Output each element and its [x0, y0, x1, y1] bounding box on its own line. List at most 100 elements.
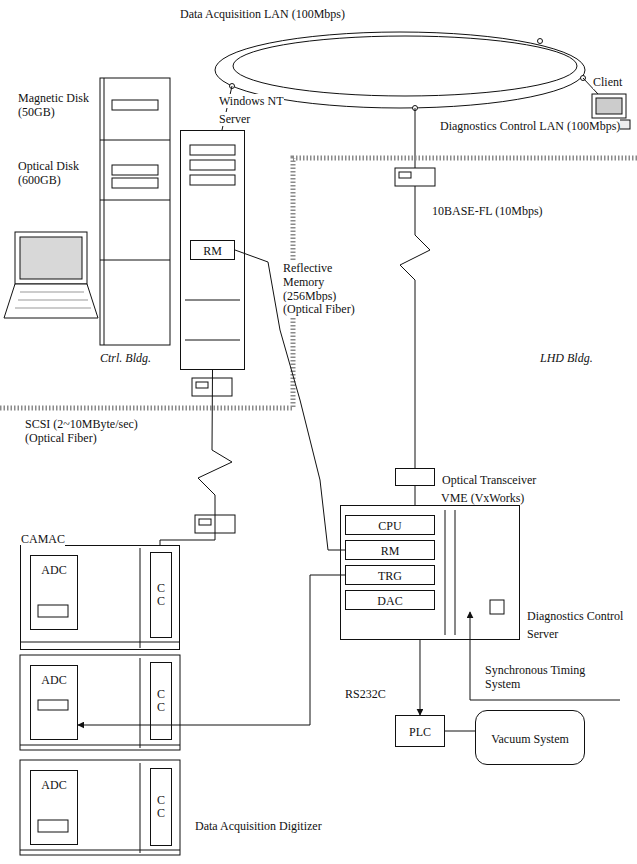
crate-controller: C C: [150, 768, 172, 846]
text-slot: RM: [203, 241, 222, 259]
label-slot: Data Acquisition Digitizer: [195, 820, 335, 834]
laptop-lid: [15, 232, 87, 284]
edge-label-slot: Reflective Memory (256Mbps) (Optical Fib…: [283, 262, 371, 317]
crate-controller: C C: [150, 552, 172, 638]
disk-rack: [100, 78, 170, 345]
disk-slot: [112, 178, 158, 188]
rack-shelves: [100, 78, 170, 345]
plc-box: PLC: [395, 715, 445, 747]
connector-line: [445, 731, 475, 732]
label-slot: 10BASE-FL (10Mbps): [432, 205, 582, 219]
label-slot: Ctrl. Bldg.: [100, 352, 170, 366]
network-label: Diagnostics Control LAN (100Mbps): [440, 119, 620, 133]
client-computer-text: Client: [593, 75, 622, 89]
vme-crate-text: Diagnostics Control Server: [527, 609, 623, 641]
text-slot: Diagnostics Control Server: [527, 606, 632, 642]
adc-module: ADC: [30, 770, 78, 845]
vme-module-text: DAC: [377, 594, 402, 608]
signal-label: Synchronous Timing System: [485, 663, 585, 691]
timing-line: [470, 612, 620, 700]
crate-controller-text: C C: [155, 688, 167, 714]
vme-module: TRG: [345, 565, 435, 585]
client-monitor: [592, 94, 626, 118]
optical-transceiver: Optical Transceiver: [395, 468, 435, 486]
crate-controller: C C: [150, 662, 172, 740]
text-slot: ADC: [41, 560, 66, 578]
text-slot: ADC: [41, 775, 66, 793]
crate-controller-text: C C: [155, 794, 167, 820]
text-slot: Vacuum System: [491, 729, 569, 747]
text-slot: Client: [593, 72, 637, 90]
crate-rail: [20, 642, 180, 850]
adc-module-text: ADC: [41, 778, 66, 792]
adc-connector: [38, 700, 68, 710]
transceiver-box: [395, 168, 435, 186]
vme-crate: VME (VxWorks)Diagnostics Control ServerC…: [340, 505, 520, 640]
laptop-base: [4, 284, 98, 318]
disk-slot: [112, 100, 158, 110]
vacuum-system-text: Vacuum System: [491, 732, 569, 746]
connector-line: [419, 640, 420, 715]
vme-indicator: [490, 600, 504, 614]
label-slot: LHD Bldg.: [540, 352, 620, 366]
text-slot: DAC: [377, 591, 402, 609]
label-slot: Synchronous Timing System: [485, 664, 605, 692]
laptop-keys: [15, 292, 91, 308]
vme-module: RM: [345, 540, 435, 560]
transceiver-detail: [199, 519, 211, 525]
transceiver-detail: [399, 172, 411, 178]
vme-module-text: RM: [381, 544, 400, 558]
vme-crate-text: VME (VxWorks): [441, 491, 524, 505]
vme-slot: [445, 510, 455, 635]
group-label: Data Acquisition Digitizer: [195, 819, 322, 833]
laptop-screen: [20, 237, 82, 279]
drive-bay: [190, 175, 235, 185]
label-slot: Optical Disk (600GB): [18, 160, 98, 188]
link-label: Reflective Memory (256Mbps) (Optical Fib…: [283, 261, 355, 316]
building-boundary: [0, 158, 637, 408]
camac-crate-text: CAMAC: [21, 532, 65, 546]
text-slot: C C: [155, 794, 167, 820]
text-slot: CPU: [378, 516, 401, 534]
vme-module-text: TRG: [378, 569, 402, 583]
text-slot: Windows NT Server: [219, 91, 299, 127]
text-slot: Optical Transceiver: [442, 470, 572, 488]
lan-ring: [233, 36, 577, 96]
building-label: Ctrl. Bldg.: [100, 351, 151, 365]
memory-board: RM: [190, 240, 235, 260]
edge-label-slot: SCSI (2~10MByte/sec) (Optical Fiber): [25, 418, 160, 446]
tower-panel: [185, 300, 240, 340]
server-tower-text: Windows NT Server: [219, 94, 284, 126]
text-slot: TRG: [378, 566, 402, 584]
ring-tap: [538, 39, 543, 44]
label-slot: Data Acquisition LAN (100Mbps): [180, 8, 440, 22]
text-slot: C C: [155, 582, 167, 608]
building-label: LHD Bldg.: [540, 351, 593, 365]
camac-crate: [20, 760, 180, 855]
label-slot: Magnetic Disk (50GB): [18, 92, 98, 120]
label-slot: Diagnostics Control LAN (100Mbps): [440, 120, 630, 134]
vacuum-system: Vacuum System: [475, 710, 585, 765]
adc-module-text: ADC: [41, 563, 66, 577]
vme-module-text: CPU: [378, 519, 401, 533]
memory-board-text: RM: [203, 244, 222, 258]
fiber-line: [400, 186, 430, 468]
text-slot: PLC: [409, 722, 431, 740]
link-label: SCSI (2~10MByte/sec) (Optical Fiber): [25, 417, 138, 445]
text-slot: C C: [155, 688, 167, 714]
storage-label: Magnetic Disk (50GB): [18, 91, 89, 119]
link-label: RS232C: [345, 687, 386, 701]
connector-line: [415, 486, 416, 505]
vme-module: DAC: [345, 590, 435, 610]
text-slot: VME (VxWorks): [441, 488, 541, 506]
camac-crate: CAMACADCC C: [20, 545, 180, 650]
disk-slot: [112, 165, 158, 175]
connector-line: [78, 575, 345, 725]
server-tower: Windows NT ServerRM: [180, 130, 245, 370]
adc-module: ADC: [30, 555, 78, 630]
crate-controller-text: C C: [155, 582, 167, 608]
adc-connector: [38, 605, 68, 617]
adc-module: ADC: [30, 665, 78, 740]
adc-connector: [38, 820, 68, 832]
